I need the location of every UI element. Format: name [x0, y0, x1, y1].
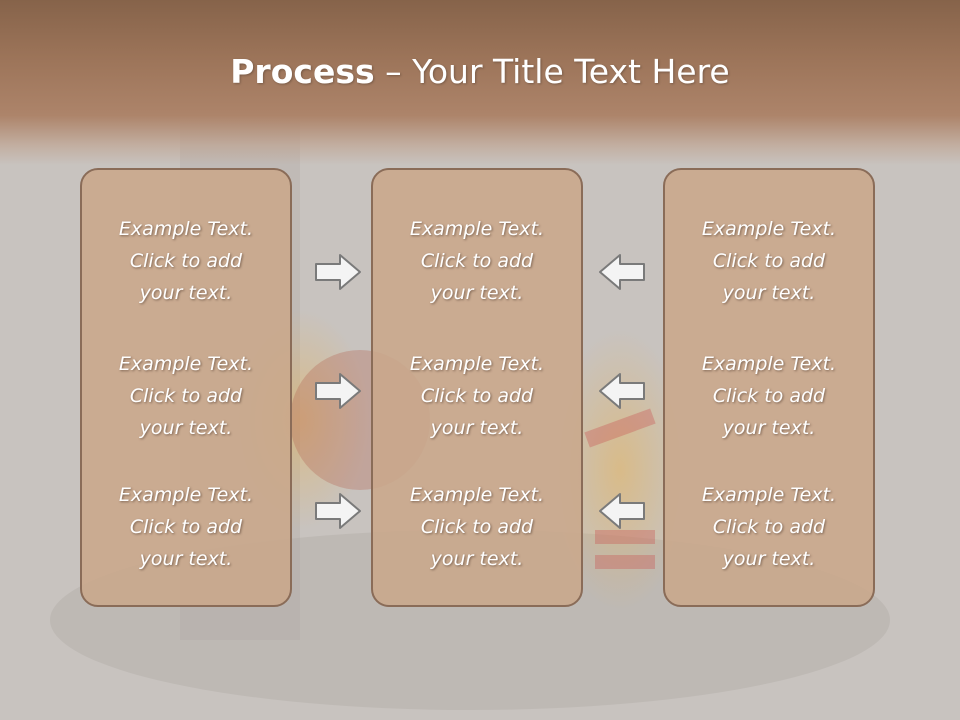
text-placeholder[interactable]: Example Text. Click to add your text. — [373, 348, 581, 444]
title-bold: Process — [230, 52, 375, 91]
text-line: Click to add — [129, 385, 243, 407]
text-placeholder[interactable]: Example Text. Click to add your text. — [665, 213, 873, 309]
text-line: your text. — [430, 417, 524, 439]
arrow-left-icon — [599, 493, 645, 529]
text-line: your text. — [139, 417, 233, 439]
text-placeholder[interactable]: Example Text. Click to add your text. — [665, 479, 873, 575]
text-line: Click to add — [129, 516, 243, 538]
arrow-right-icon — [315, 493, 361, 529]
text-line: your text. — [430, 282, 524, 304]
arrow-left-icon — [599, 254, 645, 290]
slide-title[interactable]: Process – Your Title Text Here — [0, 52, 960, 91]
text-line: Example Text. — [118, 484, 254, 506]
text-line: your text. — [722, 282, 816, 304]
text-line: your text. — [722, 417, 816, 439]
text-line: Click to add — [712, 250, 826, 272]
arrow-right-icon — [315, 373, 361, 409]
text-line: your text. — [139, 548, 233, 570]
text-line: Click to add — [420, 385, 534, 407]
text-line: Click to add — [420, 250, 534, 272]
column-right[interactable]: Example Text. Click to add your text. Ex… — [663, 168, 875, 607]
text-line: Example Text. — [409, 353, 545, 375]
text-line: Example Text. — [701, 484, 837, 506]
text-line: Example Text. — [409, 484, 545, 506]
text-placeholder[interactable]: Example Text. Click to add your text. — [665, 348, 873, 444]
text-placeholder[interactable]: Example Text. Click to add your text. — [82, 213, 290, 309]
text-line: your text. — [722, 548, 816, 570]
arrow-right-icon — [315, 254, 361, 290]
text-line: your text. — [430, 548, 524, 570]
text-line: Click to add — [712, 516, 826, 538]
text-placeholder[interactable]: Example Text. Click to add your text. — [82, 479, 290, 575]
text-line: Example Text. — [701, 218, 837, 240]
text-placeholder[interactable]: Example Text. Click to add your text. — [373, 479, 581, 575]
text-line: your text. — [139, 282, 233, 304]
text-line: Example Text. — [118, 218, 254, 240]
text-placeholder[interactable]: Example Text. Click to add your text. — [373, 213, 581, 309]
text-placeholder[interactable]: Example Text. Click to add your text. — [82, 348, 290, 444]
text-line: Example Text. — [701, 353, 837, 375]
text-line: Click to add — [712, 385, 826, 407]
text-line: Example Text. — [118, 353, 254, 375]
column-left[interactable]: Example Text. Click to add your text. Ex… — [80, 168, 292, 607]
title-rest: – Your Title Text Here — [374, 52, 730, 91]
header-band — [0, 0, 960, 165]
text-line: Click to add — [129, 250, 243, 272]
arrow-left-icon — [599, 373, 645, 409]
text-line: Click to add — [420, 516, 534, 538]
text-line: Example Text. — [409, 218, 545, 240]
column-center[interactable]: Example Text. Click to add your text. Ex… — [371, 168, 583, 607]
